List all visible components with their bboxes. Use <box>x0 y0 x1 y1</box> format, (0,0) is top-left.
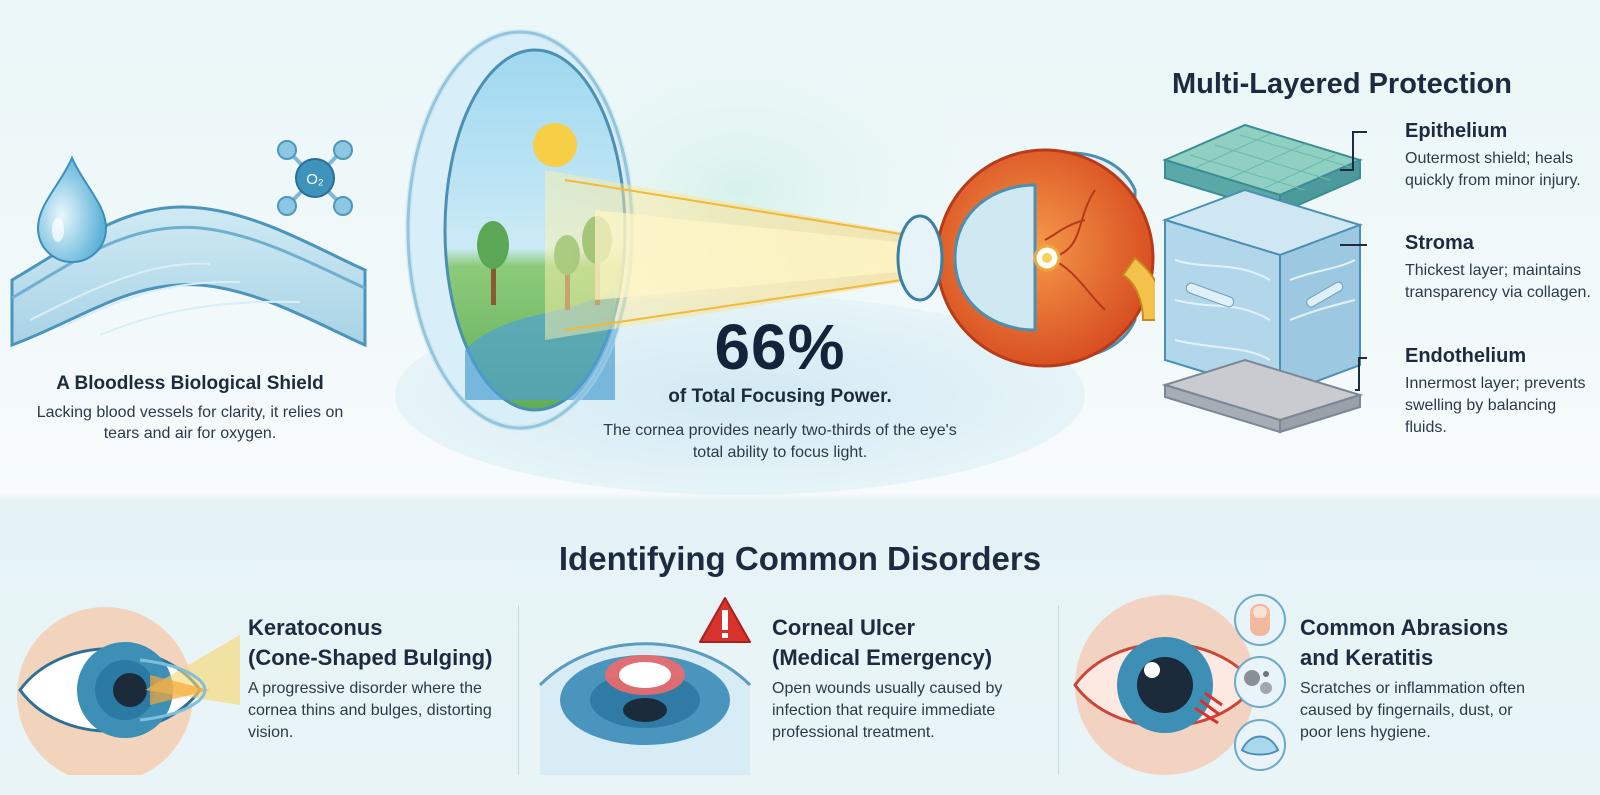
focus-description: The cornea provides nearly two-thirds of… <box>603 422 957 461</box>
water-drop-icon <box>36 155 108 264</box>
section-divider <box>1058 605 1059 775</box>
focus-label: of Total Focusing Power. <box>668 386 892 407</box>
disorders-title: Identifying Common Disorders <box>558 540 1042 577</box>
section-divider <box>518 605 519 775</box>
corneal-layers-illustration <box>1161 123 1367 434</box>
disorder-subtitle-abrasions: and Keratitis <box>1300 645 1434 670</box>
disorder-description-corneal-ulcer: Open wounds usually caused by infection … <box>772 680 1003 741</box>
disorder-subtitle-keratoconus: (Cone-Shaped Bulging) <box>248 645 493 670</box>
eyeball-icon <box>896 148 1155 368</box>
disorder-description-keratoconus: A progressive disorder where the cornea … <box>248 680 492 741</box>
layers-title: Multi-Layered Protection <box>1172 68 1512 100</box>
focus-percentage: 66% <box>714 311 846 383</box>
cornea-focus-illustration <box>395 29 1155 495</box>
sun-icon <box>533 123 577 167</box>
layer-description-epithelium: Outermost shield; heals quickly from min… <box>1405 150 1581 189</box>
layer-description-stroma: Thickest layer; maintains transparency v… <box>1405 262 1591 301</box>
oxygen-molecule-icon: O₂ <box>277 140 353 216</box>
disorder-description-abrasions: Scratches or inflammation often caused b… <box>1300 680 1525 741</box>
disorder-title-corneal-ulcer: Corneal Ulcer <box>772 615 916 640</box>
abrasions-illustration <box>1073 594 1286 775</box>
disorder-subtitle-corneal-ulcer: (Medical Emergency) <box>772 645 993 670</box>
warning-icon <box>699 597 751 643</box>
stroma-layer <box>1161 188 1364 397</box>
fingernail-icon <box>1234 594 1286 646</box>
layer-name-stroma: Stroma <box>1405 232 1474 254</box>
layer-name-endothelium: Endothelium <box>1405 345 1527 367</box>
dust-icon <box>1234 656 1286 708</box>
layer-description-endothelium: Innermost layer; prevents swelling by ba… <box>1405 375 1586 436</box>
shield-description: Lacking blood vessels for clarity, it re… <box>36 404 344 442</box>
contact-lens-icon <box>1234 719 1286 771</box>
disorder-title-abrasions: Common Abrasions <box>1300 615 1509 640</box>
layer-name-epithelium: Epithelium <box>1405 120 1508 142</box>
tear-film-illustration <box>10 155 367 348</box>
keratoconus-illustration <box>17 607 240 775</box>
endothelium-layer <box>1161 358 1364 434</box>
shield-title: A Bloodless Biological Shield <box>56 373 324 394</box>
o2-label: O₂ <box>306 171 324 188</box>
disorder-title-keratoconus: Keratoconus <box>248 615 383 640</box>
corneal-ulcer-illustration <box>538 597 752 775</box>
